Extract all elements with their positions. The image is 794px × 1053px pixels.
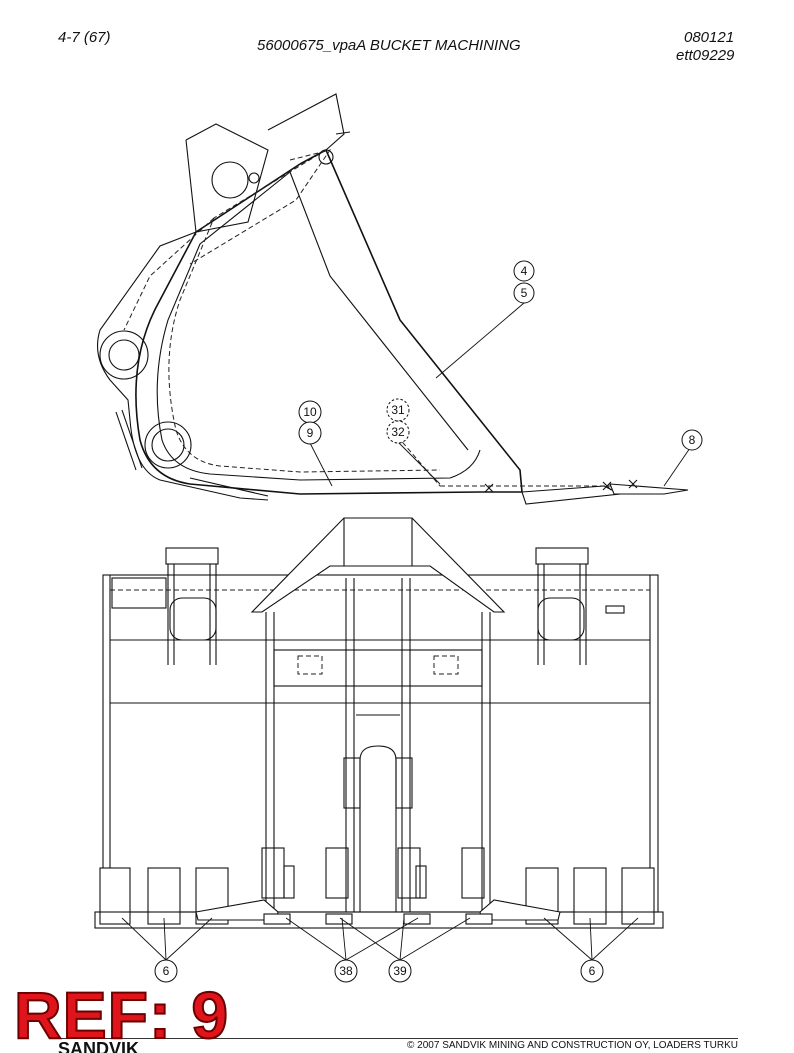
callout-8: 8 — [681, 429, 703, 451]
callout-31: 31 — [386, 398, 410, 422]
svg-text:38: 38 — [339, 964, 353, 978]
callout-6-right: 6 — [580, 959, 604, 983]
callout-5: 5 — [513, 282, 535, 304]
drawing-date-code: 080121 — [684, 29, 735, 46]
svg-text:10: 10 — [303, 405, 317, 419]
svg-text:9: 9 — [307, 426, 314, 440]
copyright-notice: © 2007 SANDVIK MINING AND CONSTRUCTION O… — [407, 1040, 738, 1051]
svg-text:8: 8 — [689, 433, 696, 447]
brand-logo-text: SANDVIK — [58, 1040, 140, 1053]
svg-text:6: 6 — [163, 964, 170, 978]
svg-text:31: 31 — [391, 403, 405, 417]
callout-6-left: 6 — [154, 959, 178, 983]
svg-text:39: 39 — [393, 964, 407, 978]
callout-39: 39 — [388, 959, 412, 983]
callout-38: 38 — [334, 959, 358, 983]
side-view-leaders — [309, 302, 691, 487]
document-title: 56000675_vpaA BUCKET MACHINING — [257, 37, 521, 54]
callout-9: 9 — [298, 421, 322, 445]
bucket-top-view — [94, 517, 664, 929]
svg-text:6: 6 — [589, 964, 596, 978]
callout-32: 32 — [386, 420, 410, 444]
page-number: 4-7 (67) — [58, 29, 111, 46]
bucket-side-view — [97, 93, 689, 505]
svg-text:5: 5 — [521, 286, 528, 300]
callout-10: 10 — [298, 400, 322, 424]
callout-4: 4 — [513, 260, 535, 282]
drawing-reference-code: ett09229 — [676, 47, 735, 64]
svg-text:4: 4 — [521, 264, 528, 278]
footer-rule — [58, 1038, 738, 1039]
reference-stamp: REF: 9 — [13, 978, 230, 1052]
svg-text:32: 32 — [391, 425, 405, 439]
top-view-leaders — [121, 917, 639, 961]
